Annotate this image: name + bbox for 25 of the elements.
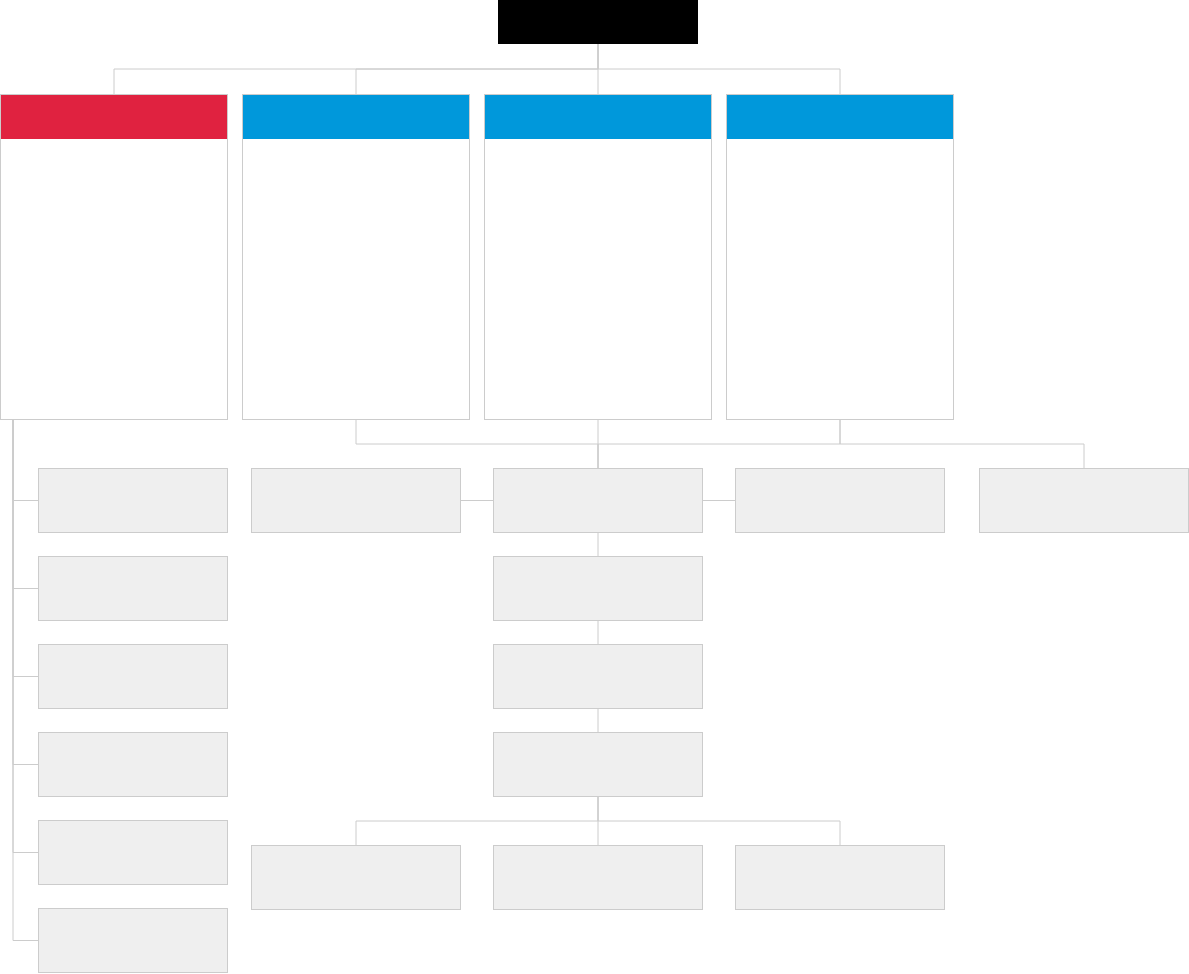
process-box: [979, 468, 1189, 533]
process-box: [38, 908, 228, 973]
process-box: [38, 644, 228, 709]
connector-line: [597, 796, 841, 846]
connector-line: [702, 500, 736, 501]
card: [242, 94, 470, 420]
process-box: [38, 556, 228, 621]
process-box: [735, 468, 945, 533]
card: [484, 94, 712, 420]
process-box: [493, 845, 703, 910]
process-box: [38, 468, 228, 533]
process-box: [493, 468, 703, 533]
card: [0, 94, 228, 420]
connector-line: [839, 419, 1085, 469]
process-box: [38, 732, 228, 797]
top-box: [498, 0, 698, 44]
process-box: [38, 820, 228, 885]
process-box: [493, 644, 703, 709]
card: [726, 94, 954, 420]
process-box: [735, 845, 945, 910]
connector-line: [460, 500, 494, 501]
process-box: [493, 556, 703, 621]
process-box: [251, 468, 461, 533]
process-box: [493, 732, 703, 797]
process-box: [251, 845, 461, 910]
